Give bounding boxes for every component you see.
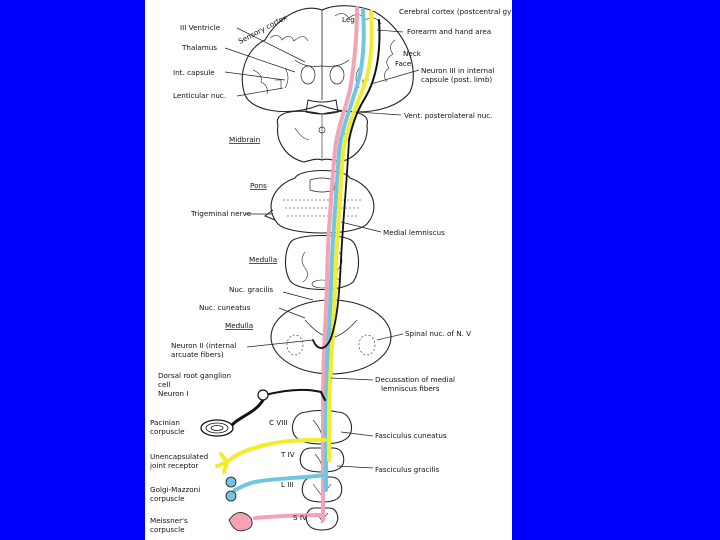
pons-section xyxy=(270,170,375,234)
pathway-tracts xyxy=(264,6,381,522)
spinal-nuc-label: Spinal nuc. of N. V xyxy=(405,329,471,338)
neuron2-label-b: arcuate fibers) xyxy=(171,350,224,359)
drg-label-b: cell xyxy=(158,380,170,389)
decussation-label-a: Decussation of medial xyxy=(375,375,455,384)
face-label: Face xyxy=(395,59,412,68)
decussation-label-b: lemniscus fibers xyxy=(381,384,440,393)
leg-label: Leg xyxy=(342,15,355,24)
medulla-upper-label: Medulla xyxy=(249,255,277,264)
neuron3-label-a: Neuron III in internal xyxy=(421,66,494,75)
forearm-label: Forearm and hand area xyxy=(407,27,491,36)
unencapsulated-receptor-icon xyxy=(215,438,327,474)
fasc-gracilis-label: Fasciculus gracilis xyxy=(375,465,440,474)
diagram-panel: Sensory cortex Cerebral cortex (postcent… xyxy=(145,0,512,540)
neuron2-label-a: Neuron II (internal xyxy=(171,341,236,350)
l3-label: L III xyxy=(281,480,294,489)
dorsal-column-pathway-diagram: Sensory cortex Cerebral cortex (postcent… xyxy=(149,5,512,534)
fasc-cuneatus-label: Fasciculus cuneatus xyxy=(375,431,447,440)
midbrain-label: Midbrain xyxy=(229,135,260,144)
unencap-label-b: joint receptor xyxy=(149,461,198,470)
meissner-corpuscle-icon xyxy=(228,512,325,532)
neuron3-label-b: capsule (post. limb) xyxy=(421,75,492,84)
int-capsule-label: Int. capsule xyxy=(173,68,215,77)
meissner-label-b: corpuscle xyxy=(150,525,185,534)
golgi-mazzoni-corpuscle-icon xyxy=(225,473,327,502)
pacinian-corpuscle-icon xyxy=(200,399,265,437)
pacinian-label-b: corpuscle xyxy=(150,427,185,436)
unencap-label-a: Unencapsulated xyxy=(150,452,208,461)
thalamus-label: Thalamus xyxy=(181,43,217,52)
s4-label: S IV xyxy=(293,513,307,522)
neck-label: Neck xyxy=(403,49,422,58)
pons-label: Pons xyxy=(250,181,267,190)
meissner-label-a: Meissner's xyxy=(150,516,188,525)
trigeminal-label: Trigeminal nerve xyxy=(190,209,252,218)
pacinian-label-a: Pacinian xyxy=(150,418,180,427)
leader-lines xyxy=(224,27,420,469)
trigeminal-nerve-stub xyxy=(263,209,276,221)
drg-label-a: Dorsal root ganglion xyxy=(158,371,231,380)
c8-label: C VIII xyxy=(269,418,288,427)
medulla-upper-section xyxy=(285,234,359,290)
nuc-cuneatus-label: Nuc. cuneatus xyxy=(199,303,251,312)
cerebral-cortex-label: Cerebral cortex (postcentral gyrus) xyxy=(399,7,512,16)
drg-label-c: Neuron I xyxy=(158,389,189,398)
nuc-gracilis-label: Nuc. gracilis xyxy=(229,285,273,294)
medial-lemniscus-label: Medial lemniscus xyxy=(383,228,445,237)
ventricle-label: III Ventricle xyxy=(180,23,221,32)
dorsal-root-ganglion-icon xyxy=(257,389,269,401)
medulla-lower-label: Medulla xyxy=(225,321,253,330)
t4-label: T IV xyxy=(280,450,295,459)
golgi-label-a: Golgi-Mazzoni xyxy=(150,485,200,494)
vpl-label: Vent. posterolateral nuc. xyxy=(404,111,493,120)
lenticular-label: Lenticular nuc. xyxy=(173,91,226,100)
golgi-label-b: corpuscle xyxy=(150,494,185,503)
